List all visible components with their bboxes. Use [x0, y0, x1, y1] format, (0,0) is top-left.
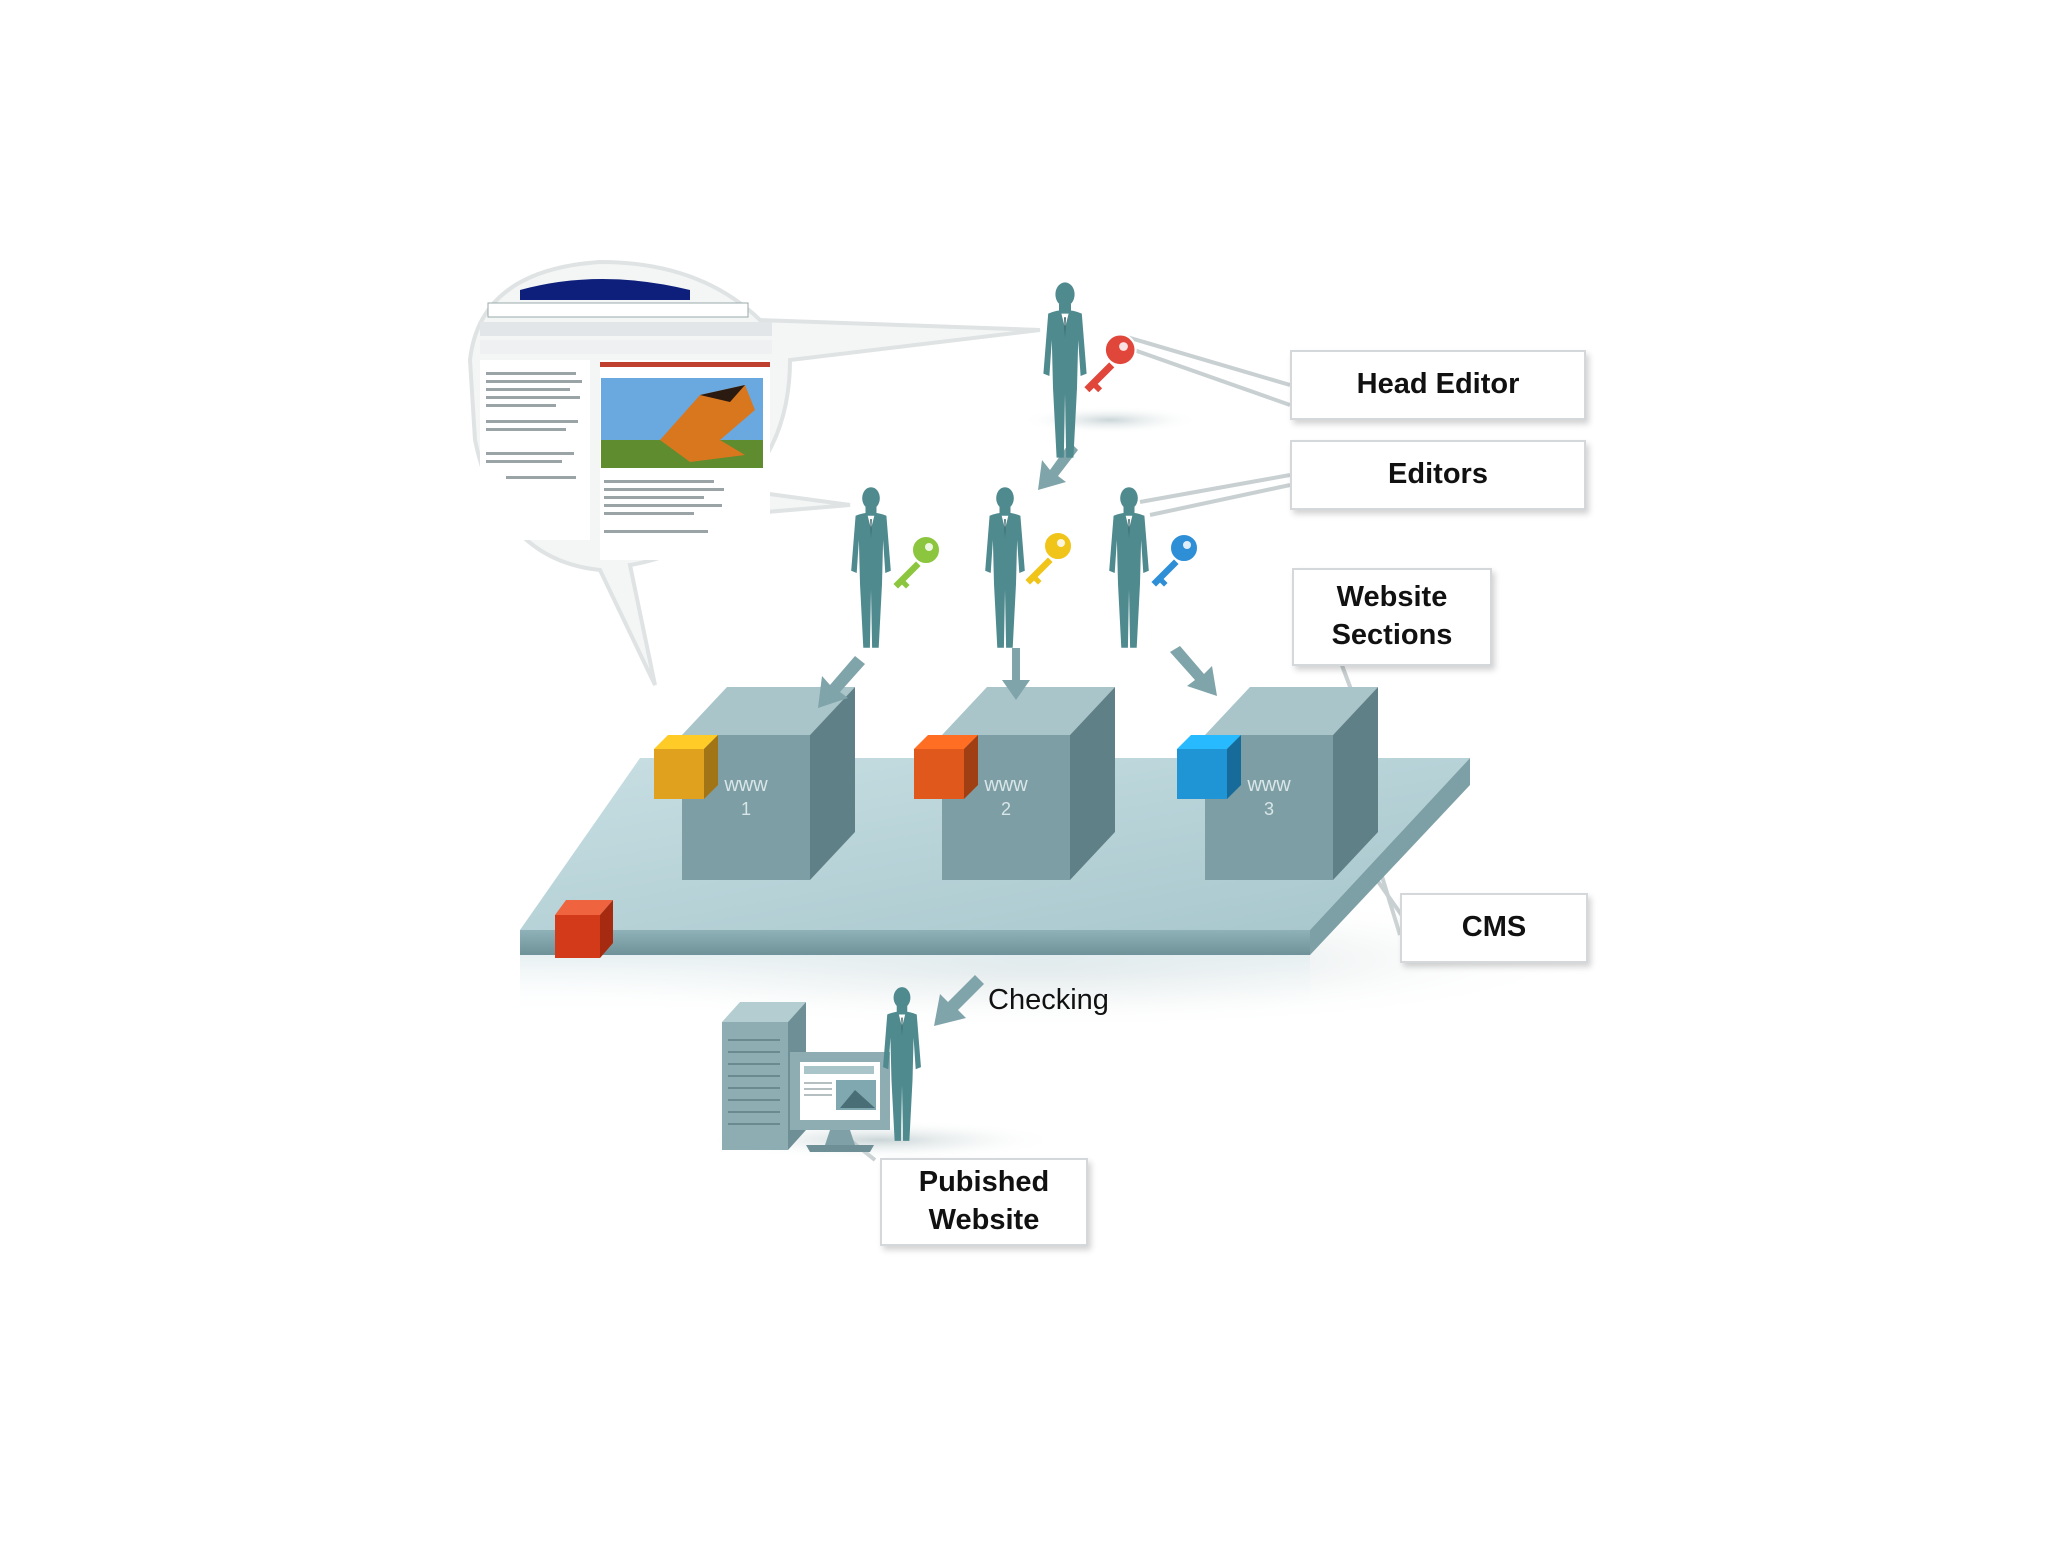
- head-editor-label: Head Editor: [1290, 350, 1586, 420]
- key-icon: [1023, 531, 1073, 587]
- website-sections-line1: Website: [1336, 581, 1448, 614]
- section-text-line2: 1: [741, 799, 751, 819]
- section-text-line1: www: [723, 774, 768, 796]
- arrow-icon: [1170, 646, 1217, 696]
- head-editor-text: Head Editor: [1356, 368, 1520, 401]
- arrow-icon: [934, 975, 984, 1026]
- cms-label: CMS: [1400, 893, 1588, 963]
- section-text-line2: 2: [1001, 799, 1011, 819]
- published-line2: Website: [928, 1204, 1040, 1236]
- key-icon: [891, 535, 941, 591]
- monitor-icon: [790, 1052, 890, 1152]
- cms-text: CMS: [1461, 911, 1527, 944]
- editors-text: Editors: [1388, 458, 1488, 491]
- key-icon: [1081, 333, 1137, 395]
- section-cube-2: [914, 735, 978, 799]
- editor-figure-1: [851, 487, 941, 648]
- arrow-icon: [1002, 648, 1030, 700]
- arrow-icon: [818, 656, 865, 708]
- published-website-label: Pubished Website: [880, 1158, 1088, 1246]
- section-block-3: www 3: [1177, 687, 1378, 880]
- editors-label: Editors: [1290, 440, 1586, 510]
- published-line1: Pubished: [918, 1166, 1050, 1199]
- section-cube-3: [1177, 735, 1241, 799]
- section-block-1: www 1: [654, 687, 855, 880]
- red-cube: [555, 900, 613, 958]
- checking-label: Checking: [988, 984, 1109, 1016]
- section-block-2: www 2: [914, 687, 1115, 880]
- editor-screenshot-bubble: [467, 259, 1041, 686]
- person-icon: [985, 487, 1025, 648]
- key-icon: [1149, 533, 1199, 589]
- editor-figure-3: [1109, 487, 1199, 648]
- person-icon: [1109, 487, 1149, 648]
- editor-figure-2: [985, 487, 1073, 648]
- person-icon: [851, 487, 891, 648]
- published-website-station: [700, 987, 1060, 1160]
- section-text-line2: 3: [1264, 799, 1274, 819]
- section-text-line1: www: [1246, 774, 1291, 796]
- website-sections-line2: Sections: [1331, 619, 1453, 651]
- section-text-line1: www: [983, 774, 1028, 796]
- website-sections-label: Website Sections: [1292, 568, 1492, 666]
- section-cube-1: [654, 735, 718, 799]
